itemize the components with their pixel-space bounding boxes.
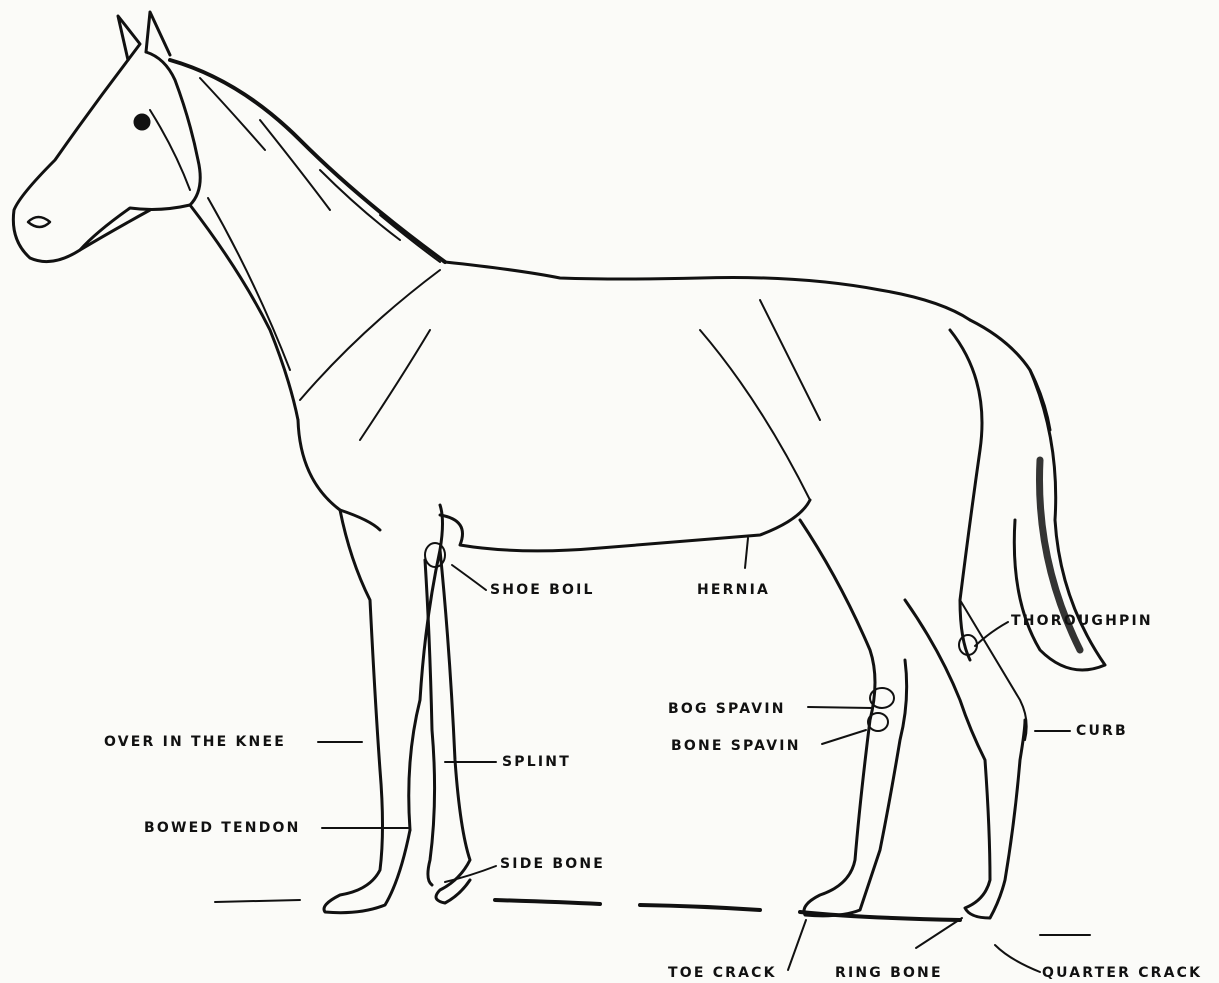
label-quarter-crack: QUARTER CRACK (1042, 965, 1202, 981)
leader-bog-spavin (808, 707, 872, 708)
label-over-in-the-knee: OVER IN THE KNEE (104, 734, 286, 750)
head-outline (13, 52, 200, 262)
label-curb: CURB (1076, 723, 1128, 739)
leader-hernia (745, 538, 748, 568)
nostril (28, 217, 50, 227)
label-splint: SPLINT (502, 754, 571, 770)
back-line (445, 262, 970, 320)
belly (440, 500, 810, 551)
label-bog-spavin: BOG SPAVIN (668, 701, 786, 717)
label-bone-spavin: BONE SPAVIN (671, 738, 801, 754)
neck-front (190, 205, 298, 420)
label-hernia: HERNIA (697, 582, 770, 598)
foreleg-near (324, 510, 410, 913)
label-ring-bone: RING BONE (835, 965, 943, 981)
leader-shoe-boil (452, 565, 486, 590)
leader-quarter-crack (995, 945, 1040, 972)
flank (700, 330, 810, 500)
jaw-line (80, 210, 150, 250)
label-side-bone: SIDE BONE (500, 856, 605, 872)
label-thoroughpin: THOROUGHPIN (1011, 613, 1153, 629)
label-shoe-boil: SHOE BOIL (490, 582, 595, 598)
ear-right (146, 12, 170, 55)
leader-toe-crack (788, 920, 806, 970)
eye (135, 115, 149, 129)
cheek (150, 110, 190, 190)
breast (298, 420, 380, 530)
label-toe-crack: TOE CRACK (668, 965, 777, 981)
shoulder (300, 270, 440, 400)
ear-left (118, 16, 140, 60)
ground-mid (495, 900, 960, 920)
hindleg-near (800, 520, 907, 916)
leader-bone-spavin (822, 730, 866, 744)
foreleg-far (436, 550, 470, 903)
leader-ring-bone (916, 918, 962, 948)
label-bowed-tendon: BOWED TENDON (144, 820, 301, 836)
ground-left (215, 900, 300, 902)
